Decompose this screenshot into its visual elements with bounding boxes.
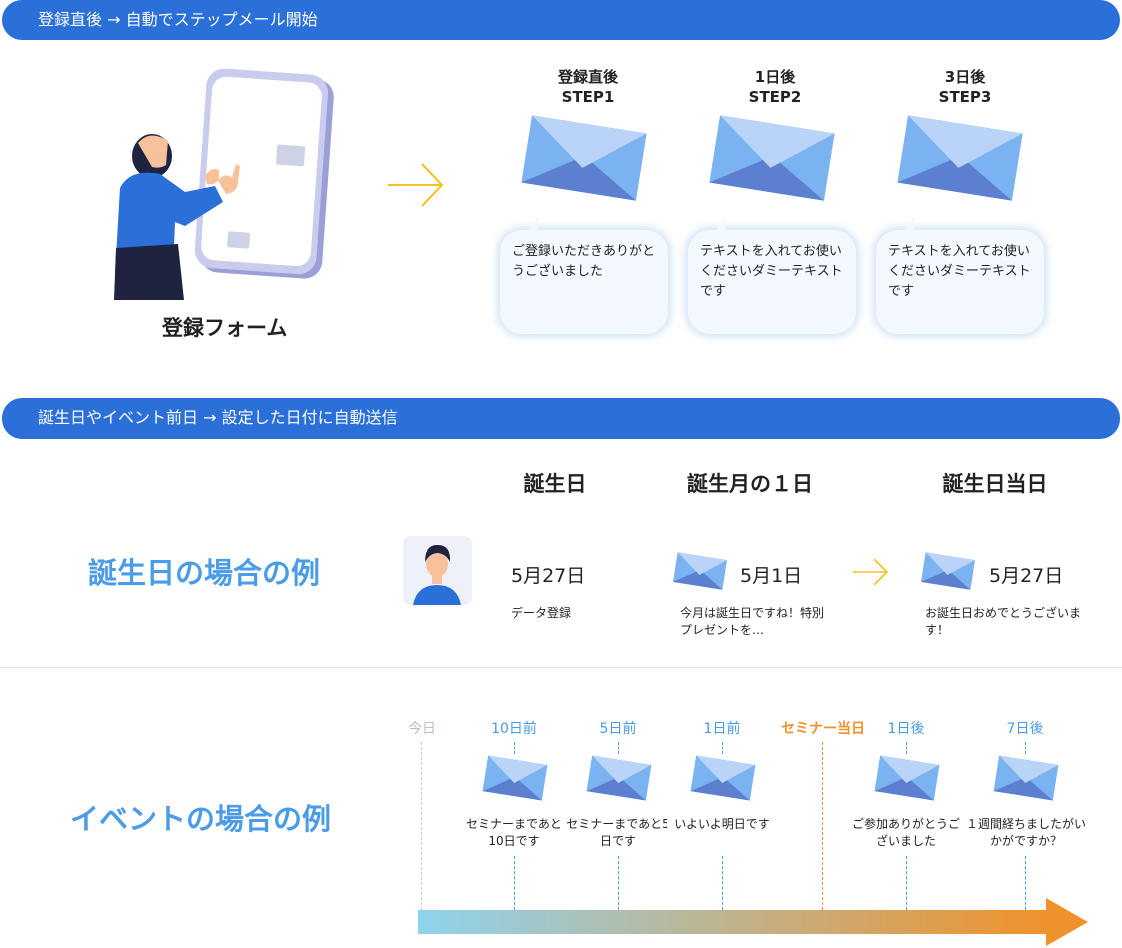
column-birth-month-first: 誕生月の１日 bbox=[687, 472, 813, 496]
envelope-icon bbox=[690, 755, 756, 801]
step1-message: ご登録いただきありがとうございました bbox=[512, 244, 656, 279]
registration-form-illustration bbox=[114, 68, 334, 300]
step2-label: STEP2 bbox=[748, 88, 802, 106]
banner-step-mail: 登録直後 → 自動でステップメール開始 bbox=[2, 0, 1120, 40]
timeline-label-1-day-after: 1日後 bbox=[887, 721, 925, 737]
timeline-label-5-days-before: 5日前 bbox=[599, 721, 637, 737]
birthday-today-note: お誕生日おめでとうございます！ bbox=[925, 606, 1082, 637]
birthday-example-label: 誕生日の場合の例 bbox=[88, 556, 321, 590]
step1-message-bubble: ご登録いただきありがとうございました bbox=[500, 216, 668, 334]
envelope-icon bbox=[672, 552, 728, 590]
banner-scheduled-mail: 誕生日やイベント前日 → 設定した日付に自動送信 bbox=[2, 398, 1120, 439]
banner-step-mail-text: 登録直後 → 自動でステップメール開始 bbox=[38, 10, 318, 29]
event-example-label: イベントの場合の例 bbox=[70, 802, 332, 836]
timeline-marker bbox=[722, 856, 723, 910]
step3-header: 3日後 STEP3 bbox=[905, 67, 1025, 107]
envelope-icon bbox=[521, 115, 647, 201]
column-birthday: 誕生日 bbox=[523, 472, 587, 496]
step1-label: STEP1 bbox=[561, 88, 615, 106]
timeline-label-today: 今日 bbox=[408, 721, 436, 737]
step2-message-bubble: テキストを入れてお使いくださいダミーテキストです bbox=[688, 216, 856, 334]
step3-timing: 3日後 bbox=[944, 68, 986, 86]
timeline-marker bbox=[514, 742, 515, 754]
timeline-arrow bbox=[418, 898, 1088, 946]
envelope-icon bbox=[993, 755, 1059, 801]
timeline-marker-seminar-day bbox=[822, 742, 823, 910]
envelope-icon bbox=[482, 755, 548, 801]
birthday-date: 5月27日 bbox=[511, 565, 586, 587]
arrow-right-icon bbox=[388, 163, 444, 207]
user-icon bbox=[413, 544, 461, 605]
step2-timing: 1日後 bbox=[754, 68, 796, 86]
timeline-message-1-day-before: いよいよ明日です bbox=[667, 816, 777, 833]
step3-message-bubble: テキストを入れてお使いくださいダミーテキストです bbox=[876, 216, 1044, 334]
timeline-marker bbox=[1025, 742, 1026, 754]
banner-scheduled-mail-text: 誕生日やイベント前日 → 設定した日付に自動送信 bbox=[38, 408, 398, 427]
arrow-right-icon bbox=[853, 558, 889, 586]
timeline-label-1-day-before: 1日前 bbox=[703, 721, 741, 737]
column-birthday-today: 誕生日当日 bbox=[942, 472, 1048, 496]
step2-message: テキストを入れてお使いくださいダミーテキストです bbox=[700, 244, 843, 299]
envelope-icon bbox=[874, 755, 940, 801]
timeline-label-10-days-before: 10日前 bbox=[491, 721, 537, 737]
envelope-icon bbox=[709, 115, 835, 201]
timeline-marker bbox=[906, 742, 907, 754]
timeline-marker bbox=[906, 856, 907, 910]
birth-month-note: 今月は誕生日ですね！特別プレゼントを… bbox=[680, 606, 825, 637]
step2-header: 1日後 STEP2 bbox=[715, 67, 835, 107]
step3-label: STEP3 bbox=[938, 88, 992, 106]
timeline-marker bbox=[722, 742, 723, 754]
form-label: 登録フォーム bbox=[162, 316, 288, 340]
envelope-icon bbox=[897, 115, 1023, 201]
birthday-today-date: 5月27日 bbox=[989, 565, 1064, 587]
timeline-message-1-day-after: ご参加ありがとうございました bbox=[851, 816, 961, 850]
timeline-message-10-days-before: セミナーまであと10日です bbox=[459, 816, 569, 850]
timeline-label-7-days-after: 7日後 bbox=[1006, 721, 1044, 737]
birth-month-date: 5月1日 bbox=[740, 565, 803, 587]
envelope-icon bbox=[586, 755, 652, 801]
avatar bbox=[403, 536, 472, 605]
timeline-marker bbox=[514, 856, 515, 910]
timeline-message-5-days-before: セミナーまであと5日です bbox=[563, 816, 673, 850]
timeline-marker bbox=[618, 742, 619, 754]
step1-timing: 登録直後 bbox=[557, 68, 618, 86]
timeline-label-seminar-day: セミナー当日 bbox=[781, 721, 865, 737]
timeline-marker bbox=[1025, 856, 1026, 910]
step1-header: 登録直後 STEP1 bbox=[528, 67, 648, 107]
step3-message: テキストを入れてお使いくださいダミーテキストです bbox=[888, 244, 1031, 299]
divider bbox=[0, 667, 1122, 668]
timeline-marker bbox=[618, 856, 619, 910]
timeline-message-7-days-after: １週間経ちましたがいかがですか？ bbox=[965, 816, 1087, 850]
envelope-icon bbox=[920, 552, 976, 590]
timeline-marker-today bbox=[421, 742, 422, 910]
birthday-note: データ登録 bbox=[511, 606, 572, 620]
